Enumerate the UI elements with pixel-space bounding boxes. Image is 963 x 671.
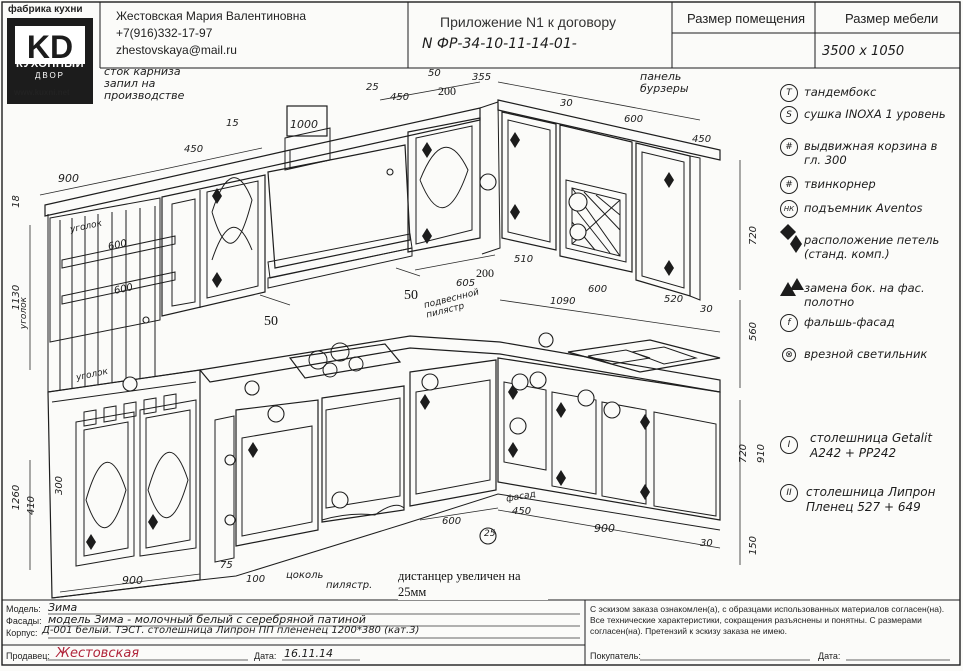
- dim-right-720: 720: [748, 225, 760, 246]
- dim-left-300: 300: [54, 475, 66, 496]
- legend-text: расположение петель (станд. комп.): [804, 233, 940, 261]
- room-size-label: Размер помещения: [687, 11, 805, 26]
- seller-signature: Жестовская: [56, 646, 140, 661]
- dim-top-15: 15: [226, 118, 239, 129]
- logo-top-text: фабрика кухни: [8, 4, 83, 15]
- tandembox-symbol-icon: Т: [780, 84, 798, 102]
- dim-left-18: 18: [10, 195, 22, 208]
- dim-bot-900a: 900: [122, 574, 143, 587]
- dim-top-450a: 450: [184, 144, 204, 155]
- twincorner-symbol-icon: #: [780, 176, 798, 194]
- seller-date-label: Дата:: [254, 651, 277, 661]
- dim-bot-600: 600: [442, 516, 462, 527]
- legend-text: фальшь-фасад: [804, 315, 895, 329]
- furniture-size-label: Размер мебели: [845, 11, 939, 26]
- model-label: Модель:: [6, 604, 41, 614]
- seller-date-value: 16.11.14: [284, 647, 333, 660]
- dim-top-450b: 450: [390, 92, 410, 103]
- seller-label: Продавец:: [6, 651, 50, 661]
- agreement-text: С эскизом заказа ознакомлен(а), с образц…: [590, 604, 945, 636]
- legend-text: тандембокс: [804, 85, 877, 99]
- dim-mid-30: 30: [700, 304, 713, 315]
- legend: Т тандембокс S сушка INOXA 1 уровень # в…: [780, 84, 960, 544]
- buzzer-panel-note: панель бурзеры: [640, 70, 689, 95]
- dim-left-1130: 1130: [11, 284, 23, 311]
- facade-label: Фасады:: [6, 616, 42, 626]
- dim-mid-50b: 50: [404, 288, 418, 303]
- dim-mid-520: 520: [664, 294, 684, 305]
- false-facade-symbol-icon: f: [780, 314, 798, 332]
- dim-mid-200: 200: [476, 266, 494, 280]
- dim-top-200: 200: [438, 84, 456, 98]
- dim-top-450c: 450: [692, 134, 712, 145]
- aventos-symbol-icon: НК: [780, 200, 798, 218]
- dryer-symbol-icon: S: [780, 106, 798, 124]
- pilaster-note: пилястр.: [326, 580, 373, 591]
- dim-mid-50a: 50: [264, 314, 278, 329]
- logo-main-text: КУХОННЫЙ: [15, 58, 84, 70]
- body-label: Корпус:: [6, 628, 38, 638]
- buyer-date-label: Дата:: [818, 651, 841, 661]
- worktop-2-symbol-icon: II: [780, 484, 798, 502]
- dim-right-720b: 720: [738, 443, 750, 464]
- cornice-note: сток карниза запил на производстве: [104, 65, 185, 102]
- dim-top-600: 600: [624, 114, 644, 125]
- legend-text: твинкорнер: [804, 177, 876, 191]
- svg-text:KD: KD: [27, 29, 73, 65]
- dim-top-30: 30: [560, 98, 573, 109]
- dim-bot-900b: 900: [594, 522, 615, 535]
- contract-number: N ФР-34-10-11-14-01-: [422, 36, 577, 52]
- dim-top-1000: 1000: [290, 118, 318, 131]
- dim-right-560: 560: [748, 321, 760, 342]
- furniture-size-value: 3500 x 1050: [822, 44, 905, 59]
- dim-right-150: 150: [748, 535, 760, 556]
- hinge-diamond-icon: [780, 232, 796, 248]
- dim-left-410: 410: [26, 495, 38, 516]
- dim-top-900: 900: [58, 172, 79, 185]
- spacer-note: дистанцер увеличен на 25мм: [398, 568, 548, 600]
- legend-text: столешница Липрон Пленец 527 + 649: [806, 485, 936, 514]
- dim-top-25: 25: [366, 82, 379, 93]
- client-name: Жестовская Мария Валентиновна: [116, 9, 307, 23]
- dim-mid-510: 510: [514, 254, 534, 265]
- dim-bot-450: 450: [512, 506, 532, 517]
- logo-sub-text: ДВОР: [34, 71, 66, 80]
- legend-text: выдвижная корзина в гл. 300: [804, 139, 938, 167]
- dim-mid-1090: 1090: [550, 296, 576, 307]
- legend-text: сушка INOXA 1 уровень: [804, 107, 946, 121]
- dim-top-355: 355: [472, 72, 492, 83]
- dim-bot-25: 25: [484, 529, 496, 539]
- plinth-note: цоколь: [286, 570, 324, 581]
- company-logo: KD: [7, 18, 93, 104]
- spotlight-symbol-icon: ⊗: [782, 348, 796, 362]
- worktop-1-symbol-icon: I: [780, 436, 798, 454]
- dim-mid-600: 600: [588, 284, 608, 295]
- legend-text: подъемник Aventos: [804, 201, 923, 215]
- side-panel-triangle-icon: [780, 280, 796, 296]
- model-value: Зима: [48, 601, 78, 614]
- client-email: zhestovskaya@mail.ru: [116, 43, 237, 57]
- buyer-label: Покупатель:: [590, 651, 641, 661]
- dim-top-50: 50: [428, 68, 441, 79]
- dim-bot-30: 30: [700, 538, 713, 549]
- legend-text: замена бок. на фас. полотно: [804, 281, 925, 309]
- dim-bot-100: 100: [246, 574, 266, 585]
- legend-text: столешница Getalit A242 + PP242: [810, 431, 933, 460]
- basket-symbol-icon: #: [780, 138, 798, 156]
- dim-right-910: 910: [756, 443, 768, 464]
- facade-value: модель Зима - молочный белый с серебряно…: [48, 613, 366, 626]
- legend-text: врезной светильник: [804, 347, 928, 361]
- body-value: Д-001 белый. ТЭСТ. столешница Липрон ПП …: [42, 625, 420, 636]
- dim-mid-605: 605: [456, 278, 476, 289]
- client-phone: +7(916)332-17-97: [116, 26, 213, 40]
- dim-bot-75: 75: [220, 560, 233, 571]
- appendix-title: Приложение N1 к договору: [440, 14, 617, 30]
- logo-url: www.kuxni.net: [14, 88, 70, 97]
- dim-left-1260: 1260: [11, 484, 23, 511]
